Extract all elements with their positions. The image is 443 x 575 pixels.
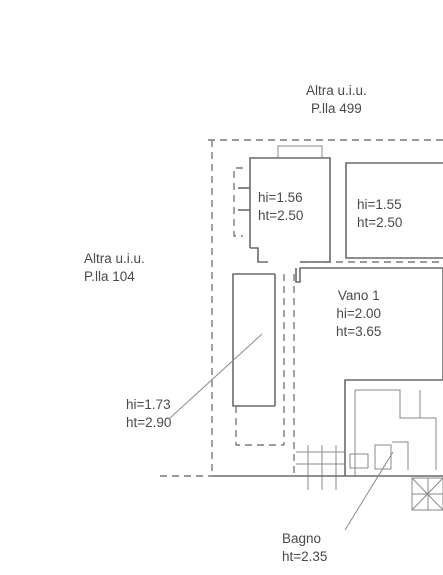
vano-ht: ht=3.65 [336,324,382,339]
neighbor-top-line2: P.lla 499 [310,101,362,116]
bagno-walls [349,389,437,476]
corridor-hi: hi=1.73 [126,397,171,412]
neighbor-top-line1: Altra u.i.u. [306,83,367,98]
vano-hi: hi=2.00 [336,306,382,321]
neighbor-left-line1: Altra u.i.u. [84,251,145,266]
neighbor-top-label: Altra u.i.u. P.lla 499 [306,82,367,118]
vano-label: Vano 1 hi=2.00 ht=3.65 [336,287,381,341]
room-small-top-ht: ht=2.50 [258,208,304,223]
corridor-label: hi=1.73 ht=2.90 [126,396,171,432]
stair-grid [296,445,443,511]
room-small-top-hi: hi=1.56 [258,190,303,205]
outer-dashed-boundary [160,139,443,477]
room-small-top-walls [233,145,331,263]
room-right-top-label: hi=1.55 ht=2.50 [357,196,402,232]
room-right-top-hi: hi=1.55 [357,197,402,212]
bagno-leader [344,451,394,531]
neighbor-left-label: Altra u.i.u. P.lla 104 [84,250,145,286]
vano-walls [295,267,443,476]
bagno-name: Bagno [282,531,322,546]
bagno-ht: ht=2.35 [282,549,328,564]
corridor-ht: ht=2.90 [126,415,172,430]
corridor-leader [169,333,263,419]
room-right-top-walls [300,162,443,263]
bagno-label: Bagno ht=2.35 [282,530,327,566]
neighbor-left-line2: P.lla 104 [84,269,135,284]
room-right-top-ht: ht=2.50 [357,215,403,230]
room-small-top-label: hi=1.56 ht=2.50 [258,189,303,225]
vano-name: Vano 1 [337,288,380,303]
corridor-walls [232,273,295,475]
